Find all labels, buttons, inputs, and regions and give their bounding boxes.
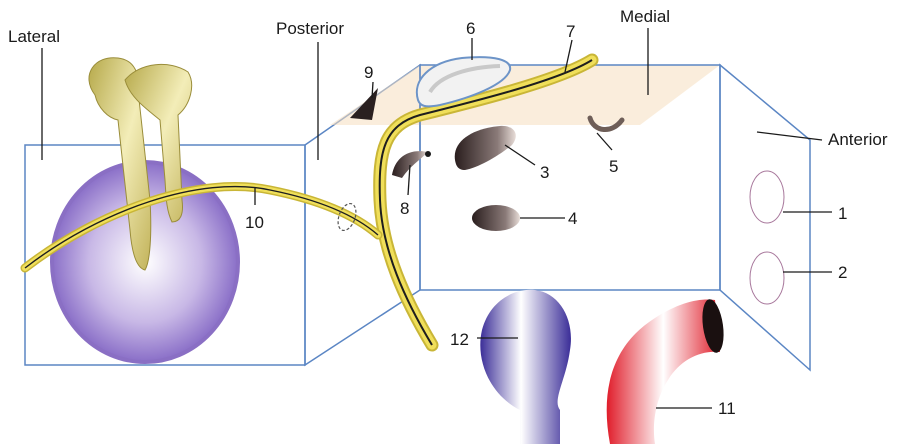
label-posterior: Posterior — [276, 19, 344, 38]
internal-carotid-artery — [607, 298, 727, 444]
label-5: 5 — [609, 157, 618, 176]
oval-window — [455, 126, 516, 170]
pyramidal-eminence — [392, 151, 431, 178]
tensor-tympani-canal — [750, 252, 784, 304]
label-8: 8 — [400, 199, 409, 218]
eustachian-tube-opening — [750, 171, 784, 223]
label-7: 7 — [566, 22, 575, 41]
label-1: 1 — [838, 204, 847, 223]
label-10: 10 — [245, 213, 264, 232]
jugular-bulb — [480, 290, 571, 444]
label-12: 12 — [450, 330, 469, 349]
label-6: 6 — [466, 19, 475, 38]
label-2: 2 — [838, 263, 847, 282]
label-9: 9 — [364, 63, 373, 82]
label-11: 11 — [718, 399, 736, 418]
label-3: 3 — [540, 163, 549, 182]
label-medial: Medial — [620, 7, 670, 26]
label-lateral: Lateral — [8, 27, 60, 46]
label-anterior: Anterior — [828, 130, 888, 149]
roof-wall — [330, 65, 720, 125]
label-4: 4 — [568, 209, 577, 228]
round-window — [472, 205, 520, 231]
